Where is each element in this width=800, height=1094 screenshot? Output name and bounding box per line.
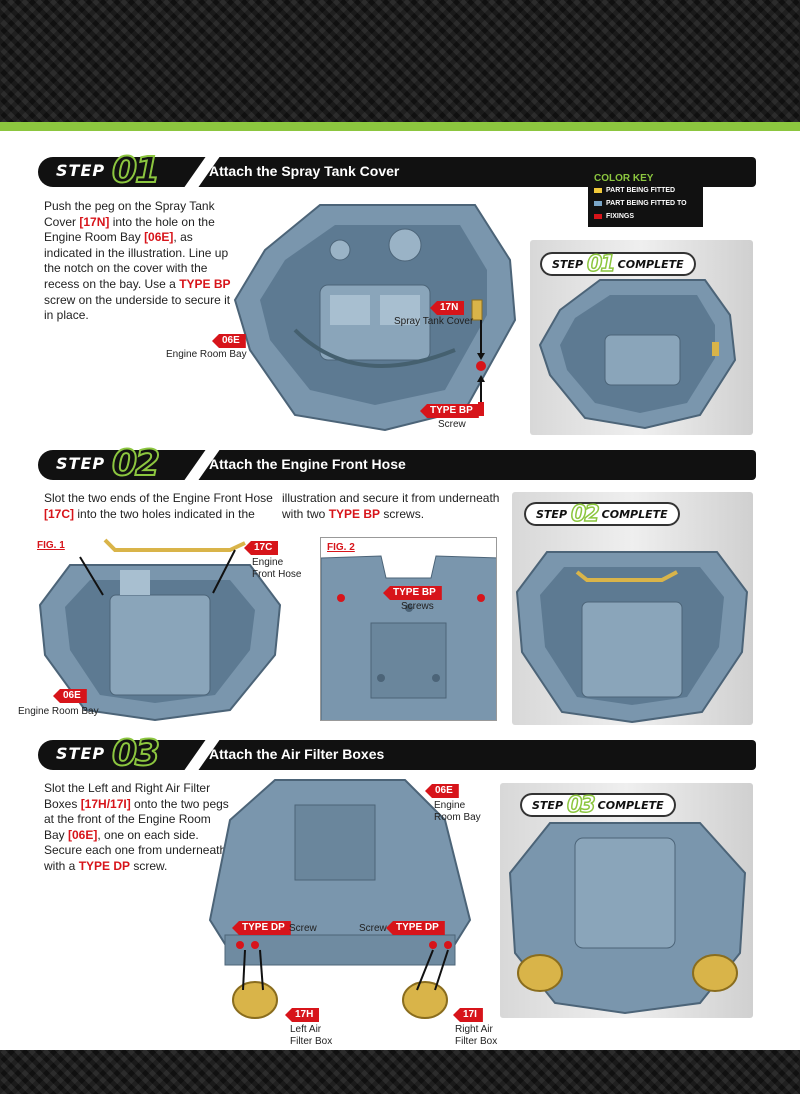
part-label-right-air-filter-box: Right Air Filter Box [455,1024,498,1047]
part-tag-type-dp: TYPE DP [232,921,291,935]
step-number: 01 [111,150,161,192]
color-key-title: COLOR KEY [594,173,654,184]
part-label-spray-tank-cover: Spray Tank Cover [394,316,474,327]
step-number: 03 [111,733,161,775]
step-title: Attach the Air Filter Boxes [209,746,385,762]
color-key-item: PART BEING FITTED [594,184,697,197]
step-02-fig1-illustration [38,538,282,722]
step-02-fig2-box: FIG. 2 TYPE BP Screws [320,537,497,721]
part-label-engine-front-hose: Engine Front Hose [252,557,302,580]
part-tag-type-bp: TYPE BP [420,404,479,418]
step-02-header: STEP 02 Attach the Engine Front Hose [38,443,756,485]
fig-2-label: FIG. 2 [327,542,355,553]
color-key-item: FIXINGS [594,210,697,223]
step-number: 02 [111,443,161,485]
header-carbon-band [0,0,800,122]
part-label-engine-room-bay: Engine Room Bay [18,706,99,717]
step-title: Attach the Engine Front Hose [209,456,406,472]
footer-carbon-band [0,1050,800,1094]
part-label-engine-room-bay: Engine Room Bay [434,800,481,823]
step-word: STEP [56,161,106,180]
color-key: COLOR KEY PART BEING FITTED PART BEING F… [588,170,703,227]
part-tag-06e: 06E [53,689,87,703]
part-label-screw: Screw [438,419,466,430]
color-key-item: PART BEING FITTED TO [594,197,697,210]
step-03-instructions: Slot the Left and Right Air Filter Boxes… [44,781,229,873]
step-word: STEP [56,744,106,763]
step-title: Attach the Spray Tank Cover [209,163,400,179]
part-tag-type-dp: TYPE DP [386,921,445,935]
part-tag-type-bp: TYPE BP [383,586,442,600]
part-label-left-air-filter-box: Left Air Filter Box [290,1024,333,1047]
part-label-screws: Screws [401,601,434,612]
step-03-illustration [208,779,472,1019]
part-tag-17h: 17H [285,1008,320,1022]
step-02-instructions-left: Slot the two ends of the Engine Front Ho… [44,491,273,521]
part-label-engine-room-bay: Engine Room Bay [166,349,247,360]
part-tag-06e: 06E [425,784,459,798]
header-accent-line [0,122,800,131]
step-03-header: STEP 03 Attach the Air Filter Boxes [38,733,756,775]
step-01-instructions: Push the peg on the Spray Tank Cover [17… [44,199,231,323]
step-01-illustration [233,204,517,432]
step-word: STEP [56,454,106,473]
part-tag-17i: 17I [453,1008,483,1022]
part-tag-17c: 17C [244,541,279,555]
part-tag-17n: 17N [430,301,465,315]
fig-1-label: FIG. 1 [37,540,65,551]
part-tag-06e: 06E [212,334,246,348]
part-label-screw: Screw [359,923,387,934]
step-02-instructions-right: illustration and secure it from undernea… [282,491,500,521]
part-label-screw: Screw [289,923,317,934]
